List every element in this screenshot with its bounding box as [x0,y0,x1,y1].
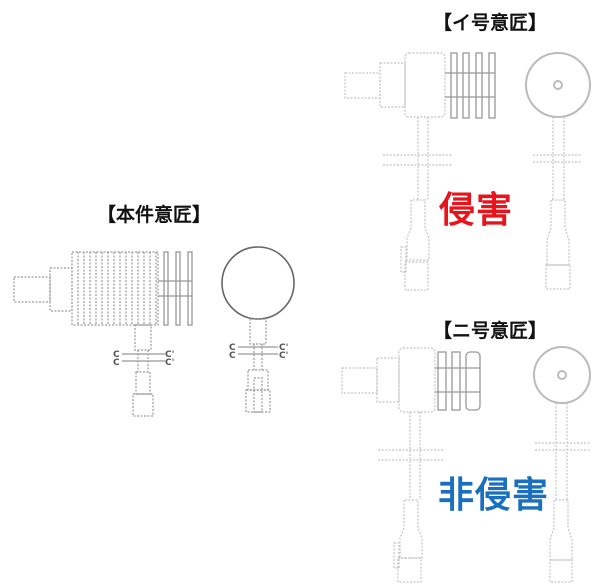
section-label-c: C [229,343,236,353]
design-b-verdict: 非侵害 [438,475,550,516]
section-label-c-prime: C' [279,343,288,353]
registered-design-drawing: C C C' C' C C C' C' [13,246,295,417]
registered-design-title: 【本件意匠】 [97,204,212,226]
design-a-verdict: 侵害 [439,190,514,231]
section-label-c-prime: C' [165,350,174,360]
design-a-drawing [344,52,591,291]
section-label-c-prime: C' [165,358,174,368]
section-label-c: C [229,351,236,361]
design-b-title: 【ニ号意匠】 [433,320,548,342]
design-a-title: 【イ号意匠】 [433,12,548,34]
design-b-drawing [341,346,591,583]
section-label-c-prime: C' [279,351,288,361]
section-label-c: C [113,350,120,360]
section-label-c: C [113,358,120,368]
